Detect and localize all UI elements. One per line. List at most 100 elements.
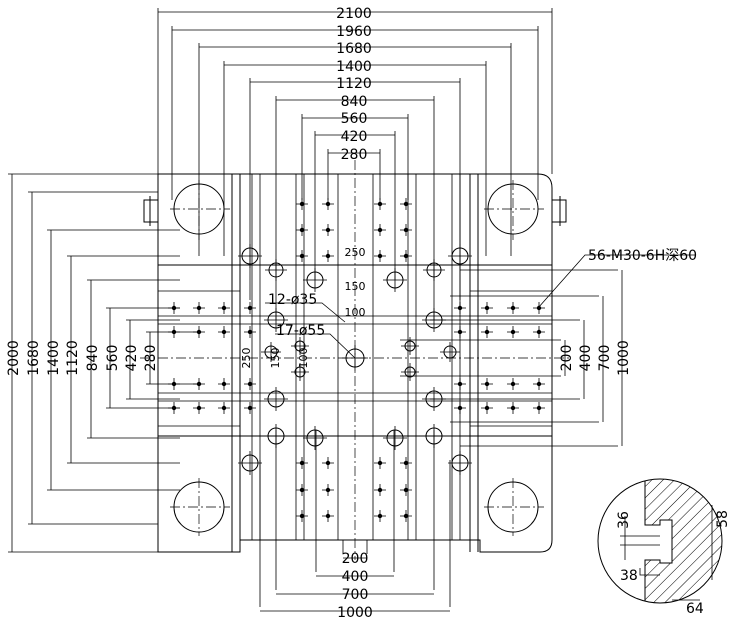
locating-hole: [448, 451, 472, 475]
extension-line: [301, 114, 409, 200]
callout-tapped-holes: 56-M30-6H深60: [588, 248, 697, 264]
platen-outline: [143, 173, 567, 553]
tapped-hole: [296, 224, 308, 236]
dim-100-top: 100: [345, 306, 366, 319]
tapped-hole: [454, 378, 466, 390]
dim-bottom-1000: 1000: [337, 605, 373, 621]
tapped-hole: [533, 326, 545, 338]
extension-line: [47, 229, 180, 491]
tapped-hole: [218, 378, 230, 390]
extension-line: [327, 149, 381, 200]
tapped-hole: [507, 326, 519, 338]
dim-2100: 2100: [336, 6, 372, 22]
tapped-hole: [481, 378, 493, 390]
tapped-hole: [481, 402, 493, 414]
extension-line: [314, 131, 396, 280]
dim-right-1000: 1000: [616, 340, 632, 376]
locating-hole: [261, 342, 281, 362]
tapped-hole: [454, 302, 466, 314]
dim-420: 420: [341, 129, 368, 145]
extension-line: [249, 78, 461, 300]
dim-bottom-200: 200: [342, 551, 369, 567]
dimension-lines: [8, 8, 623, 612]
locating-hole: [440, 342, 460, 362]
dim-left-2000: 2000: [6, 340, 22, 376]
dim-right-200: 200: [559, 345, 575, 372]
tapped-hole: [322, 510, 334, 522]
dim-bottom-400: 400: [342, 569, 369, 585]
locating-hole: [264, 387, 288, 411]
extension-line: [315, 430, 395, 572]
top-dimensions: 2100 1960 1680 1400 1120 840 560 420 280: [336, 6, 372, 163]
extension-line: [450, 295, 599, 423]
extension-line: [126, 319, 180, 400]
dim-150-top: 150: [345, 280, 366, 293]
tapped-hole: [296, 250, 308, 262]
tapped-hole: [400, 510, 412, 522]
right-dimensions: 200 400 700 1000: [559, 340, 632, 376]
tapped-hole: [533, 402, 545, 414]
dim-left-1120: 1120: [65, 340, 81, 376]
dim-250-top: 250: [345, 246, 366, 259]
tapped-hole: [481, 326, 493, 338]
dim-250-left: 250: [240, 348, 253, 369]
callouts: 56-M30-6H深60 12-ø35 17-ø55: [265, 248, 697, 359]
tapped-hole: [400, 484, 412, 496]
tapped-hole: [374, 224, 386, 236]
dim-1400: 1400: [336, 59, 372, 75]
tapped-hole: [244, 402, 256, 414]
tapped-hole: [454, 402, 466, 414]
locating-hole: [383, 426, 407, 450]
tapped-hole: [507, 402, 519, 414]
tapped-hole: [454, 326, 466, 338]
detail-dim-38: 38: [620, 568, 638, 584]
tapped-hole: [374, 484, 386, 496]
detail-dim-36: 36: [616, 511, 632, 529]
tapped-hole: [374, 510, 386, 522]
dim-1960: 1960: [336, 24, 372, 40]
extension-line: [106, 307, 180, 409]
dim-1120: 1120: [336, 76, 372, 92]
tapped-hole: [244, 302, 256, 314]
tapped-hole: [296, 510, 308, 522]
dim-left-1400: 1400: [46, 340, 62, 376]
locating-hole: [291, 337, 309, 355]
extension-line: [430, 319, 580, 400]
dim-left-560: 560: [105, 345, 121, 372]
dim-560: 560: [341, 111, 368, 127]
tapped-hole: [533, 378, 545, 390]
tapped-hole: [296, 457, 308, 469]
detail-view: 36 38 58 64: [597, 478, 731, 617]
locating-hole: [238, 451, 262, 475]
tapped-hole: [507, 302, 519, 314]
dim-left-1680: 1680: [26, 340, 42, 376]
extension-line: [342, 540, 368, 554]
extension-line: [171, 26, 539, 200]
tapped-hole: [400, 250, 412, 262]
detail-dim-58: 58: [715, 510, 731, 528]
tapped-hole: [322, 250, 334, 262]
extension-line: [8, 173, 158, 553]
dim-left-280: 280: [143, 345, 159, 372]
extension-line: [460, 269, 618, 447]
extension-line: [146, 331, 200, 385]
callout-holes-35: 12-ø35: [268, 292, 317, 308]
tapped-hole: [218, 402, 230, 414]
tapped-hole: [374, 250, 386, 262]
tapped-hole: [244, 378, 256, 390]
locating-hole: [291, 363, 309, 381]
extension-line: [28, 191, 158, 525]
locating-hole: [303, 426, 327, 450]
extension-line: [223, 61, 487, 256]
dim-left-420: 420: [124, 345, 140, 372]
tapped-hole: [322, 457, 334, 469]
tapped-hole: [400, 457, 412, 469]
dim-right-400: 400: [578, 345, 594, 372]
tapped-hole: [507, 378, 519, 390]
callout-holes-55: 17-ø55: [276, 323, 325, 339]
tapped-hole: [322, 484, 334, 496]
detail-dim-64: 64: [686, 601, 704, 617]
extension-line: [157, 8, 553, 174]
dim-left-840: 840: [85, 345, 101, 372]
